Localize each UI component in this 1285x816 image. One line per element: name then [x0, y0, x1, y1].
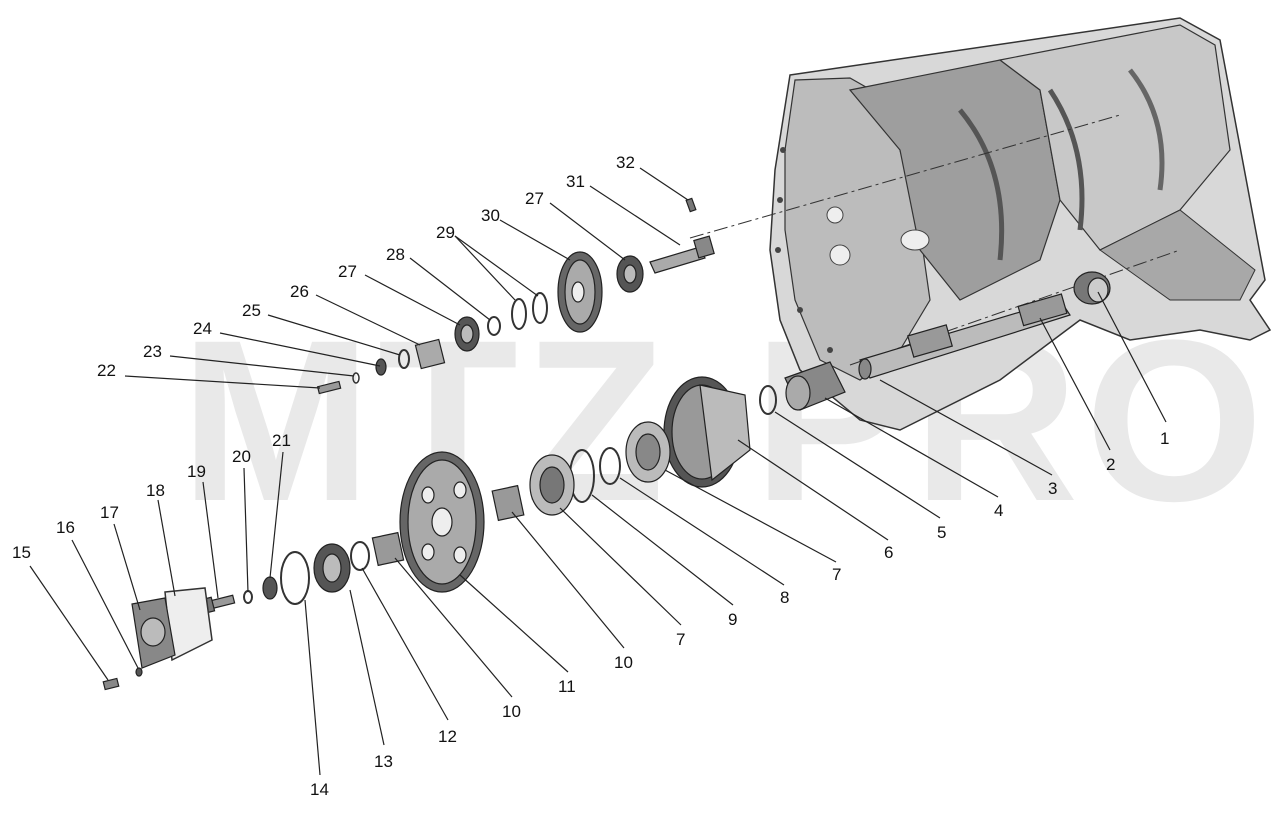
part-21-washer	[262, 576, 278, 600]
callout-labels: 1 2 3 4 5 6 7 7 8 9 10 10 11 12 13 14 15…	[12, 153, 1169, 799]
part-28-ring	[487, 316, 501, 336]
part-15-bolt	[102, 677, 120, 691]
callout-2: 2	[1106, 455, 1115, 474]
part-32-pin	[685, 197, 697, 213]
part-6-gear	[663, 376, 751, 488]
callout-10-upper: 10	[614, 653, 633, 672]
callout-8: 8	[780, 588, 789, 607]
part-16-washer	[135, 667, 143, 677]
axis-lines	[689, 114, 1181, 366]
callout-32: 32	[616, 153, 635, 172]
callout-9: 9	[728, 610, 737, 629]
part-1-bearing	[1073, 271, 1111, 305]
part-7-bearing-lower	[529, 454, 575, 516]
callout-21: 21	[272, 431, 291, 450]
callout-3: 3	[1048, 479, 1057, 498]
callout-29: 29	[436, 223, 455, 242]
callout-17: 17	[100, 503, 119, 522]
callout-25: 25	[242, 301, 261, 320]
part-2-shaft	[858, 293, 1071, 380]
part-5-snap-ring	[759, 385, 777, 415]
callout-1: 1	[1160, 429, 1169, 448]
callout-11: 11	[558, 677, 576, 696]
callout-24: 24	[193, 319, 212, 338]
callout-20: 20	[232, 447, 251, 466]
callout-5: 5	[937, 523, 946, 542]
callout-14: 14	[310, 780, 329, 799]
callout-16: 16	[56, 518, 75, 537]
callout-30: 30	[481, 206, 500, 225]
part-24-washer	[375, 358, 387, 376]
part-27-bearing-upper	[616, 255, 644, 293]
callout-26: 26	[290, 282, 309, 301]
part-8-ring	[599, 447, 621, 485]
part-7-bearing-upper	[625, 421, 671, 483]
part-4-sleeve	[784, 361, 846, 411]
leader-lines	[29, 167, 1167, 776]
part-31-axle	[649, 235, 715, 274]
callout-7-upper: 7	[832, 565, 841, 584]
part-11-large-gear	[399, 451, 485, 593]
part-22-bolt	[316, 380, 342, 395]
part-13-bearing	[313, 543, 351, 593]
callout-23: 23	[143, 342, 162, 361]
callout-13: 13	[374, 752, 393, 771]
callout-12: 12	[438, 727, 457, 746]
part-12-ring	[350, 541, 370, 571]
part-29-snap-ring-b	[532, 292, 548, 324]
callout-6: 6	[884, 543, 893, 562]
part-25-ring	[398, 349, 410, 369]
callout-19: 19	[187, 462, 206, 481]
part-14-snap-ring	[280, 551, 310, 605]
callout-27-lower: 27	[338, 262, 357, 281]
part-30-gear	[557, 251, 603, 333]
callout-10-lower: 10	[502, 702, 521, 721]
part-20-ring	[243, 590, 253, 604]
callout-22: 22	[97, 361, 116, 380]
part-10-bushing-upper	[491, 484, 525, 522]
callout-31: 31	[566, 172, 585, 191]
part-17-cover	[131, 597, 176, 669]
callout-18: 18	[146, 481, 165, 500]
part-26-bushing	[414, 338, 446, 370]
callout-27-upper: 27	[525, 189, 544, 208]
callout-4: 4	[994, 501, 1003, 520]
callout-7-lower: 7	[676, 630, 685, 649]
callout-15: 15	[12, 543, 31, 562]
part-29-snap-ring-a	[511, 298, 527, 330]
part-27-bearing-lower	[454, 316, 480, 352]
part-23-ring	[352, 372, 360, 384]
transmission-housing	[769, 17, 1272, 431]
callout-28: 28	[386, 245, 405, 264]
part-10-bushing-lower	[371, 531, 405, 567]
